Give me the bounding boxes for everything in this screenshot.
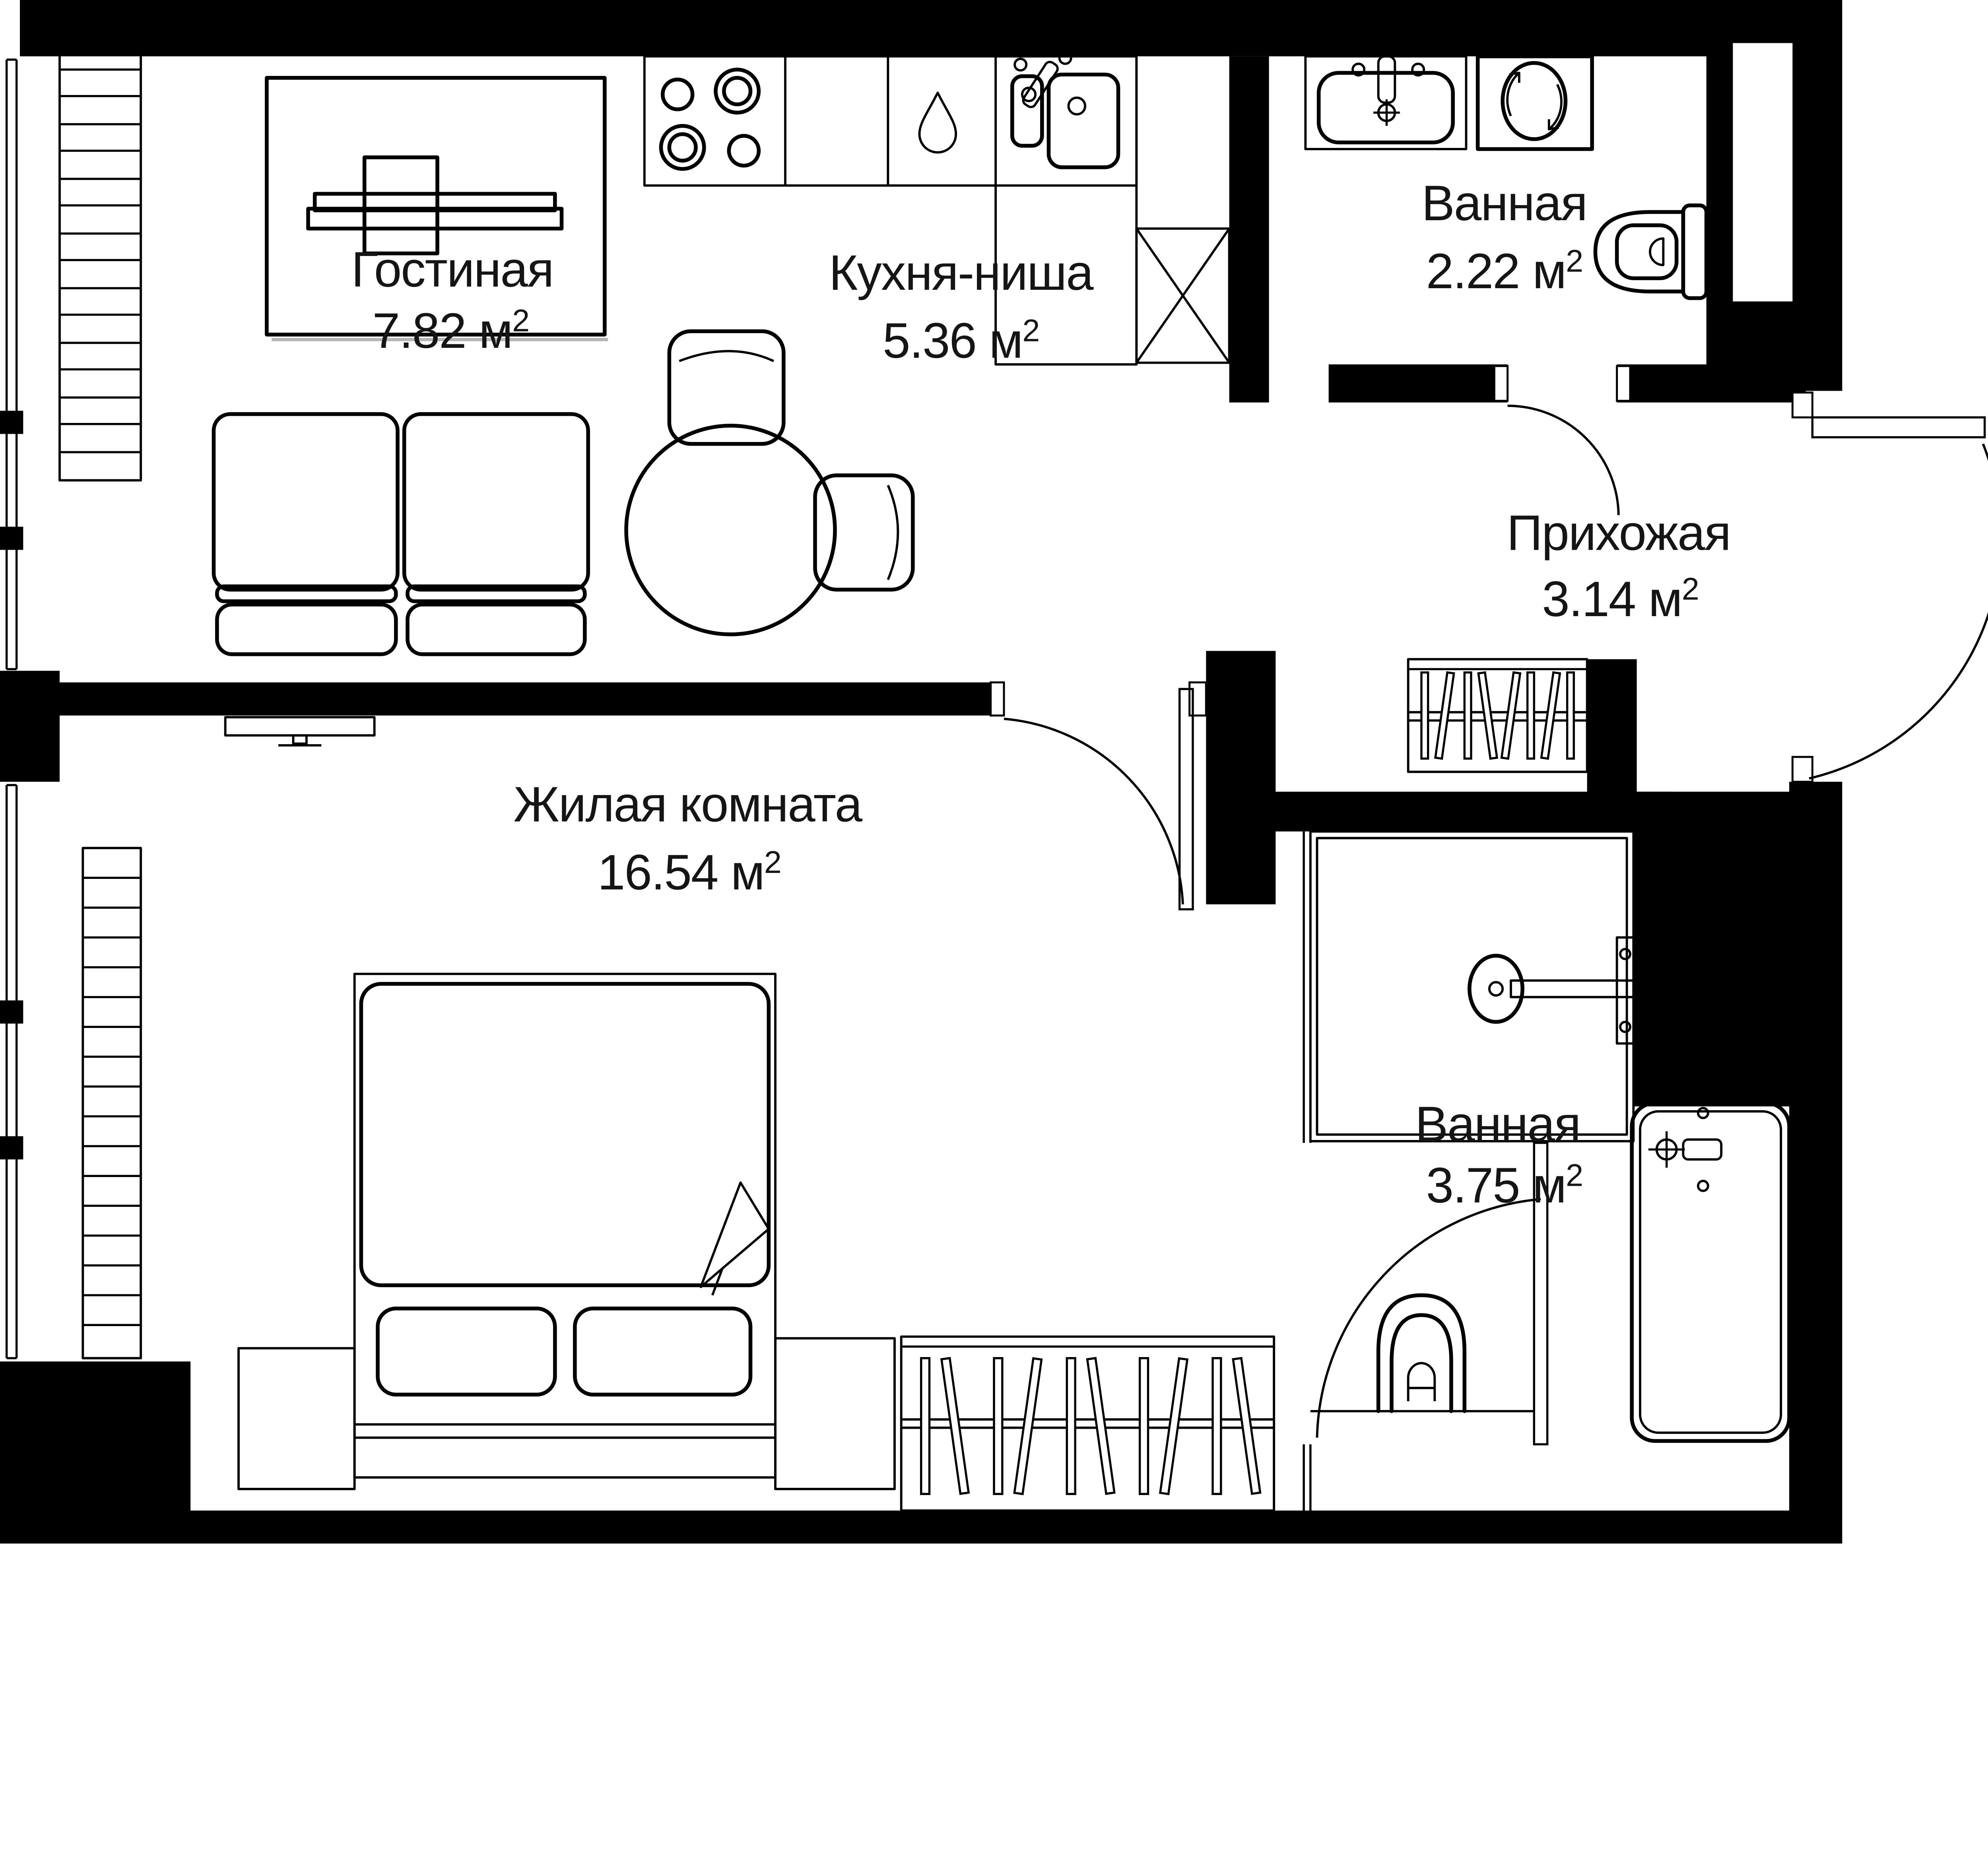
radiator-icon xyxy=(82,847,142,1359)
bathroom-door xyxy=(1316,1142,1549,1446)
washbasin-icon xyxy=(1304,55,1468,150)
drain-icon xyxy=(1373,99,1400,126)
wardrobe-hangers-icon xyxy=(1407,658,1588,773)
wall-room-divider xyxy=(56,682,1001,716)
toilet-icon xyxy=(1376,1293,1467,1413)
bathroom-bottom-fixtures xyxy=(1303,830,1791,1511)
window-mullion-tick xyxy=(0,411,23,434)
window-icon xyxy=(5,58,18,671)
room-area-bathroom-bottom: 3.75 м2 xyxy=(1426,1157,1582,1213)
toilet-icon xyxy=(1593,203,1708,300)
wall-bath-bottom-right-block xyxy=(1633,791,1789,1107)
pillow-icon xyxy=(573,1306,753,1397)
shower-icon xyxy=(1309,830,1635,1142)
window-mullion-tick xyxy=(0,1136,23,1160)
wall-hall-wardrobe-side xyxy=(1587,659,1637,815)
pillow-icon xyxy=(376,1306,557,1397)
faucet-icon xyxy=(1648,1107,1723,1192)
floor-plan: Гостиная 7.82 м2 Кухня-ниша 5.36 м2 Ванн… xyxy=(0,0,1988,1544)
room-area-kitchen: 5.36 м2 xyxy=(883,312,1039,368)
wardrobe-hangers-icon xyxy=(900,1335,1276,1512)
room-label-bedroom: Жилая комната xyxy=(513,777,862,832)
window-icon xyxy=(5,784,18,1359)
wall-bedroom-hall xyxy=(1206,651,1276,904)
kitchen-sink-icon xyxy=(1010,51,1120,169)
dining-set xyxy=(624,329,915,636)
nightstand-icon xyxy=(774,1337,896,1490)
radiator-icon xyxy=(58,40,142,482)
bathroom-top-door xyxy=(1493,365,1631,515)
wall-bath-top-bottom-right xyxy=(1617,364,1806,403)
chair-icon xyxy=(813,473,915,592)
walls xyxy=(0,0,1842,1544)
wall-kitchen-bath xyxy=(1229,56,1269,403)
shaft-niche xyxy=(1733,43,1793,302)
tv-panel-icon xyxy=(306,192,564,231)
round-table-icon xyxy=(624,424,837,636)
tv-panel-bedroom xyxy=(224,716,376,747)
room-area-hallway: 3.14 м2 xyxy=(1542,571,1698,627)
washing-machine-icon xyxy=(1475,54,1594,151)
kitchen-counter xyxy=(643,51,1138,366)
wall-top xyxy=(20,0,1806,56)
room-area-bedroom: 16.54 м2 xyxy=(598,844,781,900)
tv-mount xyxy=(362,155,439,256)
tv-console xyxy=(265,76,608,341)
room-area-bathroom-top: 2.22 м2 xyxy=(1426,243,1582,299)
vent-shaft-icon xyxy=(1135,227,1231,364)
room-area-living: 7.82 м2 xyxy=(373,303,529,359)
nightstand-icon xyxy=(237,1347,356,1490)
sofa-icon xyxy=(212,412,590,656)
bed-icon xyxy=(353,973,777,1479)
room-label-living: Гостиная xyxy=(351,242,553,297)
wall-bottom-left-block xyxy=(0,1361,191,1544)
wall-bath-top-bottom-left xyxy=(1328,364,1508,403)
room-label-kitchen: Кухня-ниша xyxy=(829,245,1094,301)
window-mullion-tick xyxy=(0,526,23,550)
entrance-door xyxy=(1791,391,1988,783)
vanity-sink-icon xyxy=(1630,1101,1791,1443)
stove-burners-icon xyxy=(659,68,761,171)
wall-bath-bottom-top xyxy=(1272,791,1673,832)
windows-left xyxy=(5,40,142,1359)
water-drop-icon xyxy=(918,91,957,154)
shower-head-icon xyxy=(1468,936,1635,1045)
wall-left-pier xyxy=(0,671,60,782)
room-labels: Гостиная 7.82 м2 Кухня-ниша 5.36 м2 Ванн… xyxy=(351,176,1732,1213)
wall-bottom xyxy=(0,1510,1842,1544)
wall-right xyxy=(1789,782,1842,1511)
room-label-bathroom-top: Ванная xyxy=(1422,176,1587,231)
floor-plan-svg: Гостиная 7.82 м2 Кухня-ниша 5.36 м2 Ванн… xyxy=(0,0,1988,1544)
room-label-hallway: Прихожая xyxy=(1507,505,1731,560)
blanket-fold xyxy=(699,1181,770,1296)
chair-icon xyxy=(667,329,786,446)
window-mullion-tick xyxy=(0,1000,23,1024)
bedroom-door xyxy=(990,681,1207,911)
bathroom-top-fixtures xyxy=(1304,54,1708,300)
room-label-bathroom-bottom: Ванная xyxy=(1415,1097,1580,1152)
